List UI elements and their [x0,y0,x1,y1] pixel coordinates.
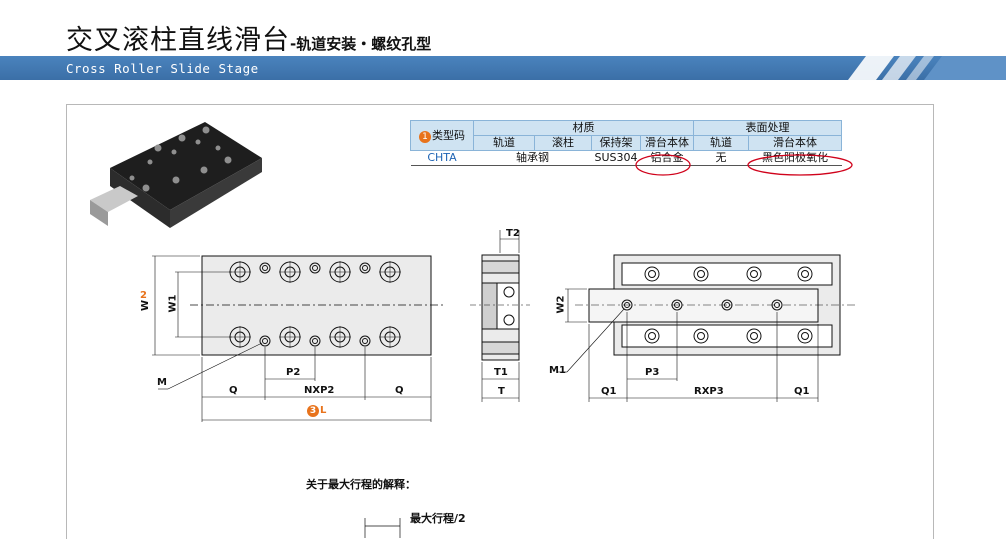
body-surface: 黑色阳极氧化 [748,150,842,166]
highlight-oval-surface [747,154,853,176]
label-w1: W1 [167,294,179,313]
label-w2: W2 [555,295,567,314]
title-main: 交叉滚柱直线滑台 [66,25,290,56]
l-badge: 3 [307,405,319,417]
col-cage: 保持架 [591,135,641,151]
top-view [152,255,445,422]
material-group-header: 材质 [473,120,694,136]
label-rxp3: RXP3 [694,386,724,397]
col-body-surface: 滑台本体 [748,135,842,151]
w-badge: 2 [140,290,147,301]
roller-ball-top [503,286,515,298]
type-badge: 1 [419,130,431,143]
front-view [557,254,855,402]
label-m1: M1 [549,365,566,376]
roller-ball-bottom [503,314,515,326]
title-english: Cross Roller Slide Stage [66,61,259,76]
page-title: 交叉滚柱直线滑台-轨道安装・螺纹孔型 [66,18,431,57]
stroke-explanation-title: 关于最大行程的解释： [306,478,416,491]
body-material: 铝合金 [640,150,694,166]
stroke-dimension [364,518,401,538]
cage-material: SUS304 [591,150,641,166]
title-banner [0,56,1006,80]
half-stroke-label: 最大行程/2 [410,512,466,525]
title-sub: -轨道安装・螺纹孔型 [290,35,432,53]
label-t1: T1 [494,367,508,378]
label-q1-left: Q1 [601,386,617,397]
front-holes-bottom [644,328,813,344]
col-rail-surface: 轨道 [693,135,749,151]
rail-holes [621,299,783,311]
col-rail: 轨道 [473,135,535,151]
label-q-right: Q [395,385,404,396]
rail-surface: 无 [693,150,749,166]
col-roller: 滚柱 [534,135,592,151]
content-panel [66,104,934,539]
product-photo [90,122,262,228]
col-body: 滑台本体 [640,135,694,151]
label-t: T [498,386,505,397]
label-t2: T2 [506,228,520,239]
label-p3: P3 [645,367,660,378]
label-q1-right: Q1 [794,386,810,397]
top-view-holes [229,261,401,348]
label-w: W [140,299,152,312]
type-code-value: CHTA [410,150,474,166]
front-holes-top [644,266,813,282]
highlight-oval-body [635,154,691,176]
label-q-left: Q [229,385,238,396]
rail-roller-material: 轴承钢 [473,150,592,166]
banner-stripes-decoration [848,56,1006,80]
label-m: M [157,377,167,388]
label-p2: P2 [286,367,301,378]
side-view [470,230,530,402]
label-nxp2: NXP2 [304,385,335,396]
